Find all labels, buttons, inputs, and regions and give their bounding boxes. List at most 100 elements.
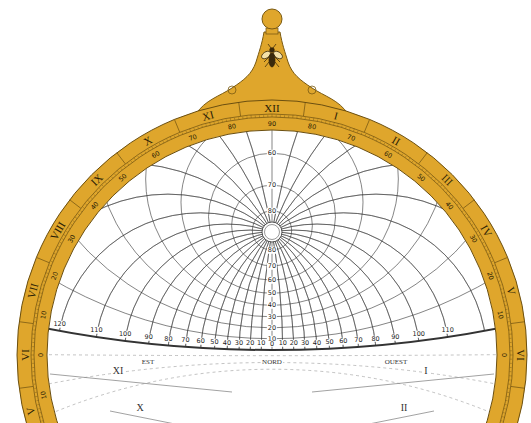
hour-numeral: II: [390, 134, 402, 147]
degree-tick: [276, 115, 277, 117]
degree-tick: [476, 231, 478, 232]
degree-tick: [383, 143, 385, 145]
degree-tick: [62, 238, 64, 240]
hour-divider: [117, 153, 126, 164]
ornament-body: [196, 32, 348, 114]
degree-tick: [313, 118, 315, 121]
hour-divider: [36, 257, 49, 262]
degree-tick: [507, 392, 509, 393]
unequal-hour-line: [329, 411, 434, 423]
cardinal-point: EST: [141, 359, 155, 366]
altitude-number: 60: [267, 277, 277, 284]
degree-number: 40: [444, 201, 454, 212]
unequal-hour-line: [50, 374, 232, 392]
degree-tick: [141, 154, 142, 156]
degree-tick: [405, 156, 406, 158]
degree-tick: [42, 284, 44, 286]
azimuth-number: 10: [256, 340, 266, 347]
degree-tick: [44, 280, 46, 282]
degree-tick: [242, 117, 243, 119]
suspension-knob: [262, 9, 282, 29]
degree-number: 50: [416, 173, 427, 183]
cardinal-point: OUEST: [384, 359, 409, 366]
altitude-number: 60: [267, 150, 277, 157]
degree-tick: [36, 400, 38, 401]
degree-tick: [469, 221, 471, 222]
hour-numeral: V: [25, 406, 38, 416]
degree-tick: [364, 134, 366, 136]
degree-tick: [34, 384, 36, 385]
hour-divider: [364, 119, 369, 132]
degree-tick: [185, 131, 187, 133]
degree-tick: [46, 273, 49, 274]
degree-tick: [309, 118, 310, 120]
degree-tick: [193, 128, 195, 130]
degree-tick: [190, 129, 191, 132]
degree-tick: [329, 122, 330, 124]
degree-tick: [474, 228, 476, 229]
degree-tick: [508, 321, 510, 322]
degree-tick: [387, 145, 389, 147]
unequal-hour-line: [110, 411, 215, 423]
bee-legs: [264, 57, 280, 67]
degree-tick: [510, 346, 512, 347]
degree-tick: [178, 134, 180, 136]
degree-tick: [503, 412, 505, 413]
degree-tick: [201, 125, 203, 127]
degree-tick: [34, 388, 36, 389]
degree-tick: [502, 292, 505, 294]
degree-number: 70: [188, 133, 198, 142]
degree-tick: [170, 137, 171, 140]
azimuth-circle: [200, 213, 486, 423]
degree-tick: [301, 117, 302, 119]
degree-tick: [509, 329, 511, 330]
degree-tick: [48, 268, 50, 270]
ornament-curl: [308, 86, 316, 94]
degree-tick: [398, 151, 399, 153]
azimuth-number: 40: [312, 339, 322, 346]
degree-tick: [49, 265, 51, 267]
degree-tick: [508, 325, 510, 326]
azimuth-number: 100: [412, 331, 426, 338]
azimuth-number: 110: [89, 327, 103, 334]
hour-divider: [419, 153, 428, 164]
azimuth-circle: [185, 224, 449, 423]
degree-tick: [349, 128, 351, 130]
hour-numeral: I: [333, 110, 339, 122]
hour-numeral: III: [439, 172, 455, 188]
degree-tick: [434, 179, 435, 180]
degree-tick: [182, 132, 184, 134]
degree-tick: [38, 301, 40, 302]
degree-tick: [497, 276, 499, 278]
azimuth-number: 0: [269, 340, 275, 347]
azimuth-number: 40: [222, 339, 232, 346]
degree-tick: [510, 350, 512, 351]
degree-tick: [402, 154, 403, 156]
azimuth-number: 60: [338, 338, 348, 345]
degree-tick: [31, 355, 34, 356]
degree-number: 60: [151, 150, 161, 160]
azimuth-number: 80: [163, 336, 173, 343]
degree-tick: [197, 127, 199, 129]
azimuth-circle: [168, 230, 420, 423]
degree-tick: [68, 228, 70, 229]
degree-tick: [38, 408, 40, 409]
degree-tick: [35, 396, 38, 398]
degree-tick: [238, 117, 239, 119]
degree-tick: [39, 296, 41, 297]
azimuth-number: 100: [118, 331, 132, 338]
degree-tick: [493, 265, 495, 267]
limb-ring: [17, 100, 527, 423]
degree-tick: [267, 115, 268, 117]
azimuth-number: 120: [52, 321, 66, 328]
degree-tick: [440, 185, 442, 187]
degree-number: 50: [118, 173, 129, 183]
hour-numeral: X: [142, 134, 154, 148]
degree-tick: [501, 420, 503, 422]
degree-tick: [99, 188, 100, 189]
azimuth-number: 70: [180, 337, 190, 344]
hour-divider: [495, 257, 508, 262]
degree-number: 20: [50, 271, 59, 281]
azimuth-circle: [214, 194, 531, 423]
degree-tick: [155, 145, 157, 147]
